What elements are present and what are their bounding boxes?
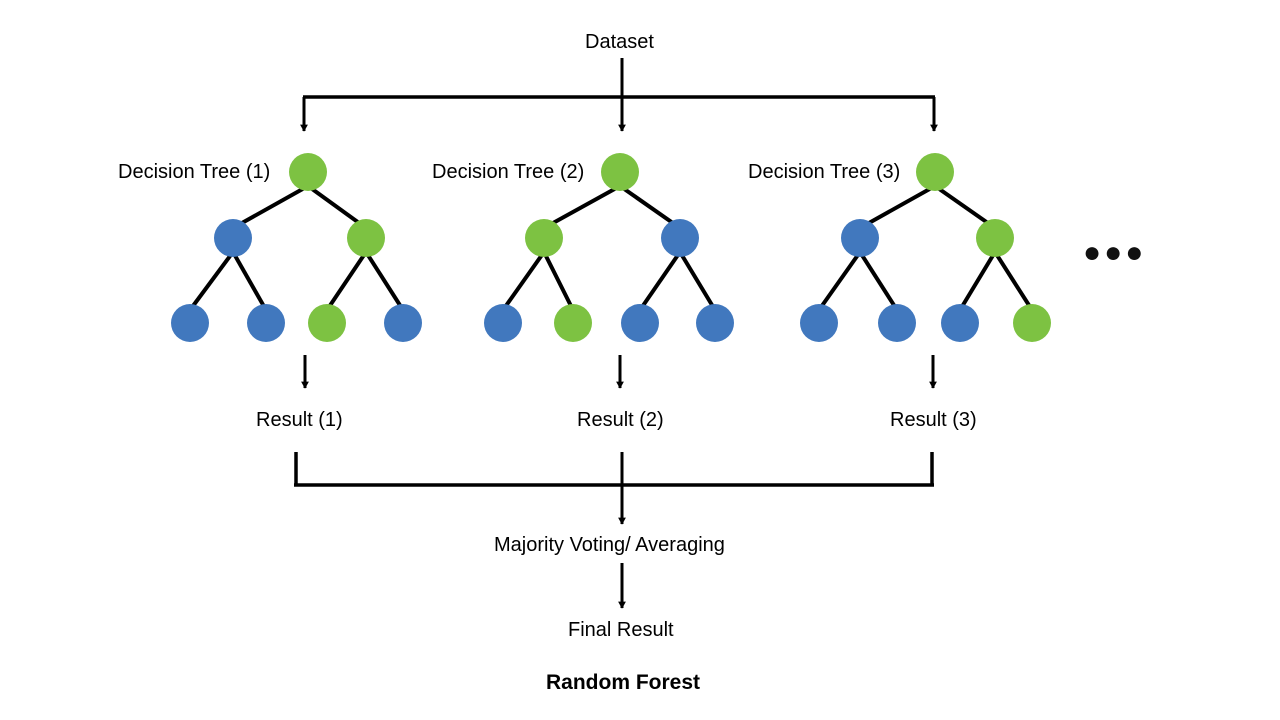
tree-node-leaf [1013,304,1051,342]
decision-tree-1 [171,153,422,389]
dataset-connector [303,58,935,99]
tree-node-leaf [484,304,522,342]
result-3-label: Result (3) [890,409,977,431]
decision-tree-3 [800,153,1051,389]
majority-voting-label: Majority Voting/ Averaging [494,534,725,556]
tree-node-leaf [554,304,592,342]
tree-3-edges [817,184,1034,312]
aggregation-bracket [294,452,934,525]
tree-node-internal [661,219,699,257]
tree-node-leaf [247,304,285,342]
decision-tree-2 [484,153,734,389]
tree-node-leaf [384,304,422,342]
decision-tree-3-label: Decision Tree (3) [748,161,901,183]
tree-node-leaf [696,304,734,342]
dataset-label: Dataset [585,31,654,53]
dataset-to-tree-arrows [300,97,938,132]
tree-2-edges [501,184,717,312]
tree-node-leaf [171,304,209,342]
tree-node-leaf [308,304,346,342]
tree-node-internal [347,219,385,257]
tree-node-internal [841,219,879,257]
tree-node-leaf [878,304,916,342]
tree-1-edges [188,184,405,312]
tree-node-leaf [800,304,838,342]
tree-node-leaf [621,304,659,342]
tree-node-root [916,153,954,191]
tree-node-internal [976,219,1014,257]
decision-tree-2-label: Decision Tree (2) [432,161,585,183]
tree-node-internal [214,219,252,257]
more-trees-ellipsis-icon: ●●● [1083,236,1147,269]
final-result-label: Final Result [568,619,674,641]
tree-node-leaf [941,304,979,342]
diagram-title: Random Forest [546,671,701,694]
tree-node-root [601,153,639,191]
result-2-label: Result (2) [577,409,664,431]
decision-tree-1-label: Decision Tree (1) [118,161,271,183]
result-1-label: Result (1) [256,409,343,431]
tree-node-root [289,153,327,191]
tree-node-internal [525,219,563,257]
